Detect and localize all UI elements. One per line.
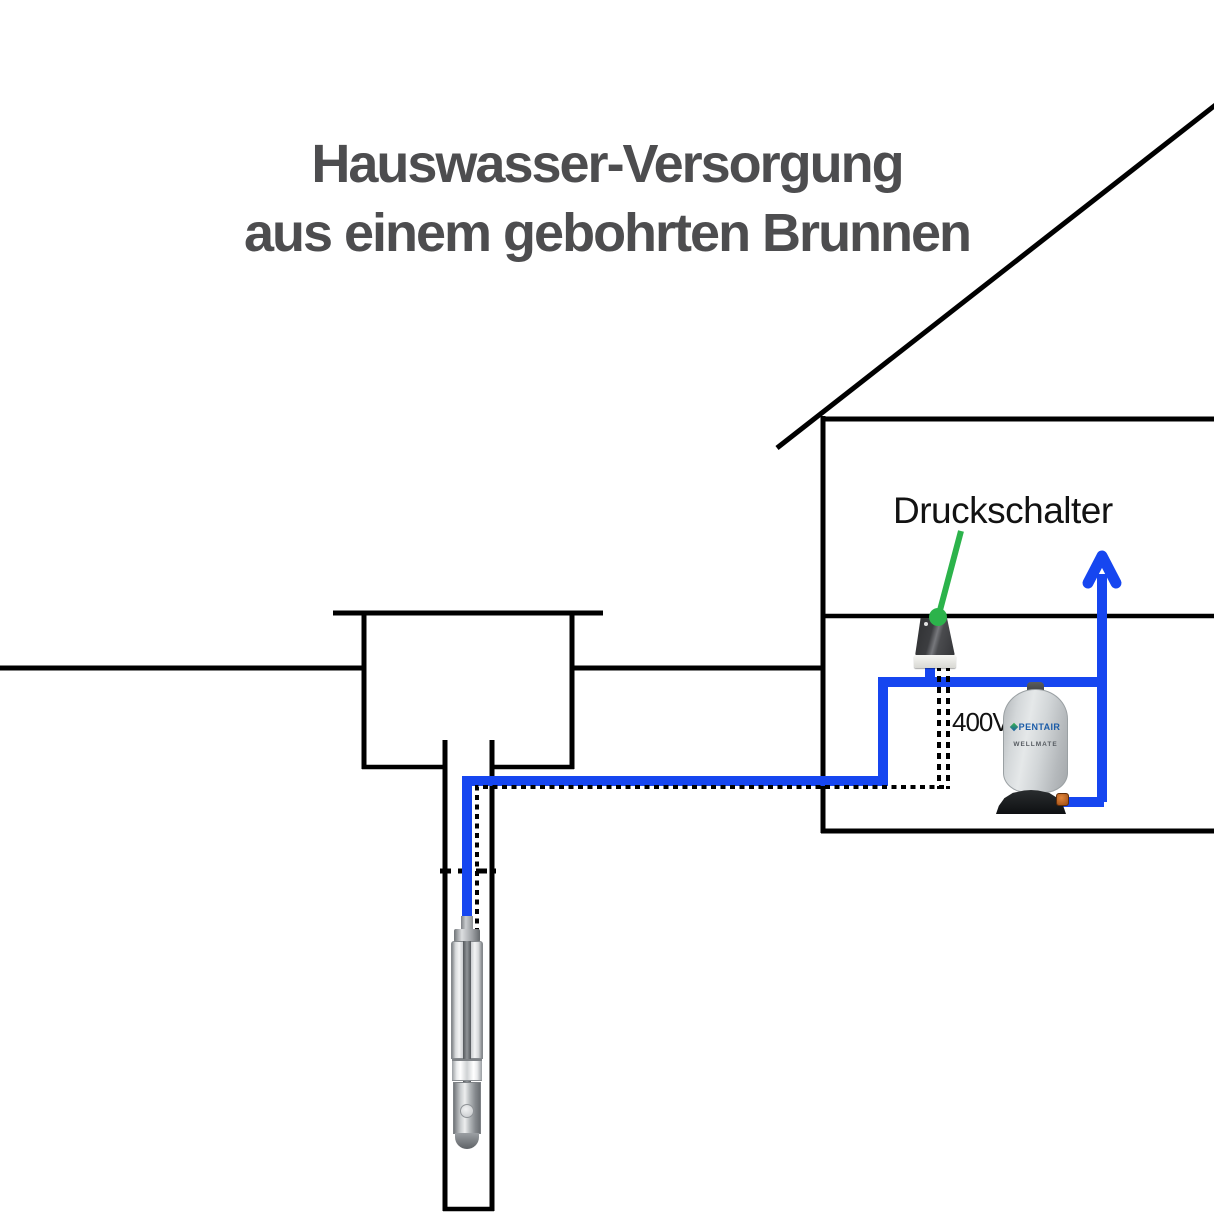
- water-pipe-main: [462, 677, 1104, 916]
- pump-badge: [460, 1104, 474, 1118]
- pentair-diamond-icon: [1009, 722, 1018, 732]
- voltage-label: 400V: [952, 707, 1010, 737]
- pump-bottom-cap: [455, 1133, 479, 1149]
- flow-arrow-icon: [1082, 550, 1122, 589]
- pressure-switch-label: Druckschalter: [893, 490, 1113, 531]
- pointer-line: [936, 530, 964, 615]
- page-title: Hauswasser-Versorgung aus einem gebohrte…: [107, 130, 1107, 268]
- tank-logo: PENTAIR WELLMATE: [1004, 722, 1067, 748]
- tank-model-text: WELLMATE: [1013, 741, 1058, 748]
- pump-cable-guard: [463, 941, 471, 1093]
- tank-outlet-fitting: [1056, 793, 1069, 806]
- pump-intake-section: [452, 1059, 482, 1081]
- tank-brand-text: PENTAIR: [1018, 722, 1061, 732]
- tank-cap: [1027, 682, 1044, 693]
- roof-line: [775, 102, 1214, 450]
- page-title-line2: aus einem gebohrten Brunnen: [243, 203, 972, 264]
- pressure-switch-base: [914, 655, 956, 668]
- pointer-dot-icon: [929, 608, 947, 626]
- submersible-pump: [451, 916, 483, 1150]
- pressure-switch-highlight: [924, 622, 928, 626]
- tank-body: PENTAIR WELLMATE: [1003, 689, 1068, 793]
- pressure-tank: PENTAIR WELLMATE: [994, 681, 1072, 815]
- page-title-line1: Hauswasser-Versorgung: [311, 134, 904, 194]
- pressure-switch: [914, 618, 956, 668]
- power-cable-run: [475, 785, 945, 933]
